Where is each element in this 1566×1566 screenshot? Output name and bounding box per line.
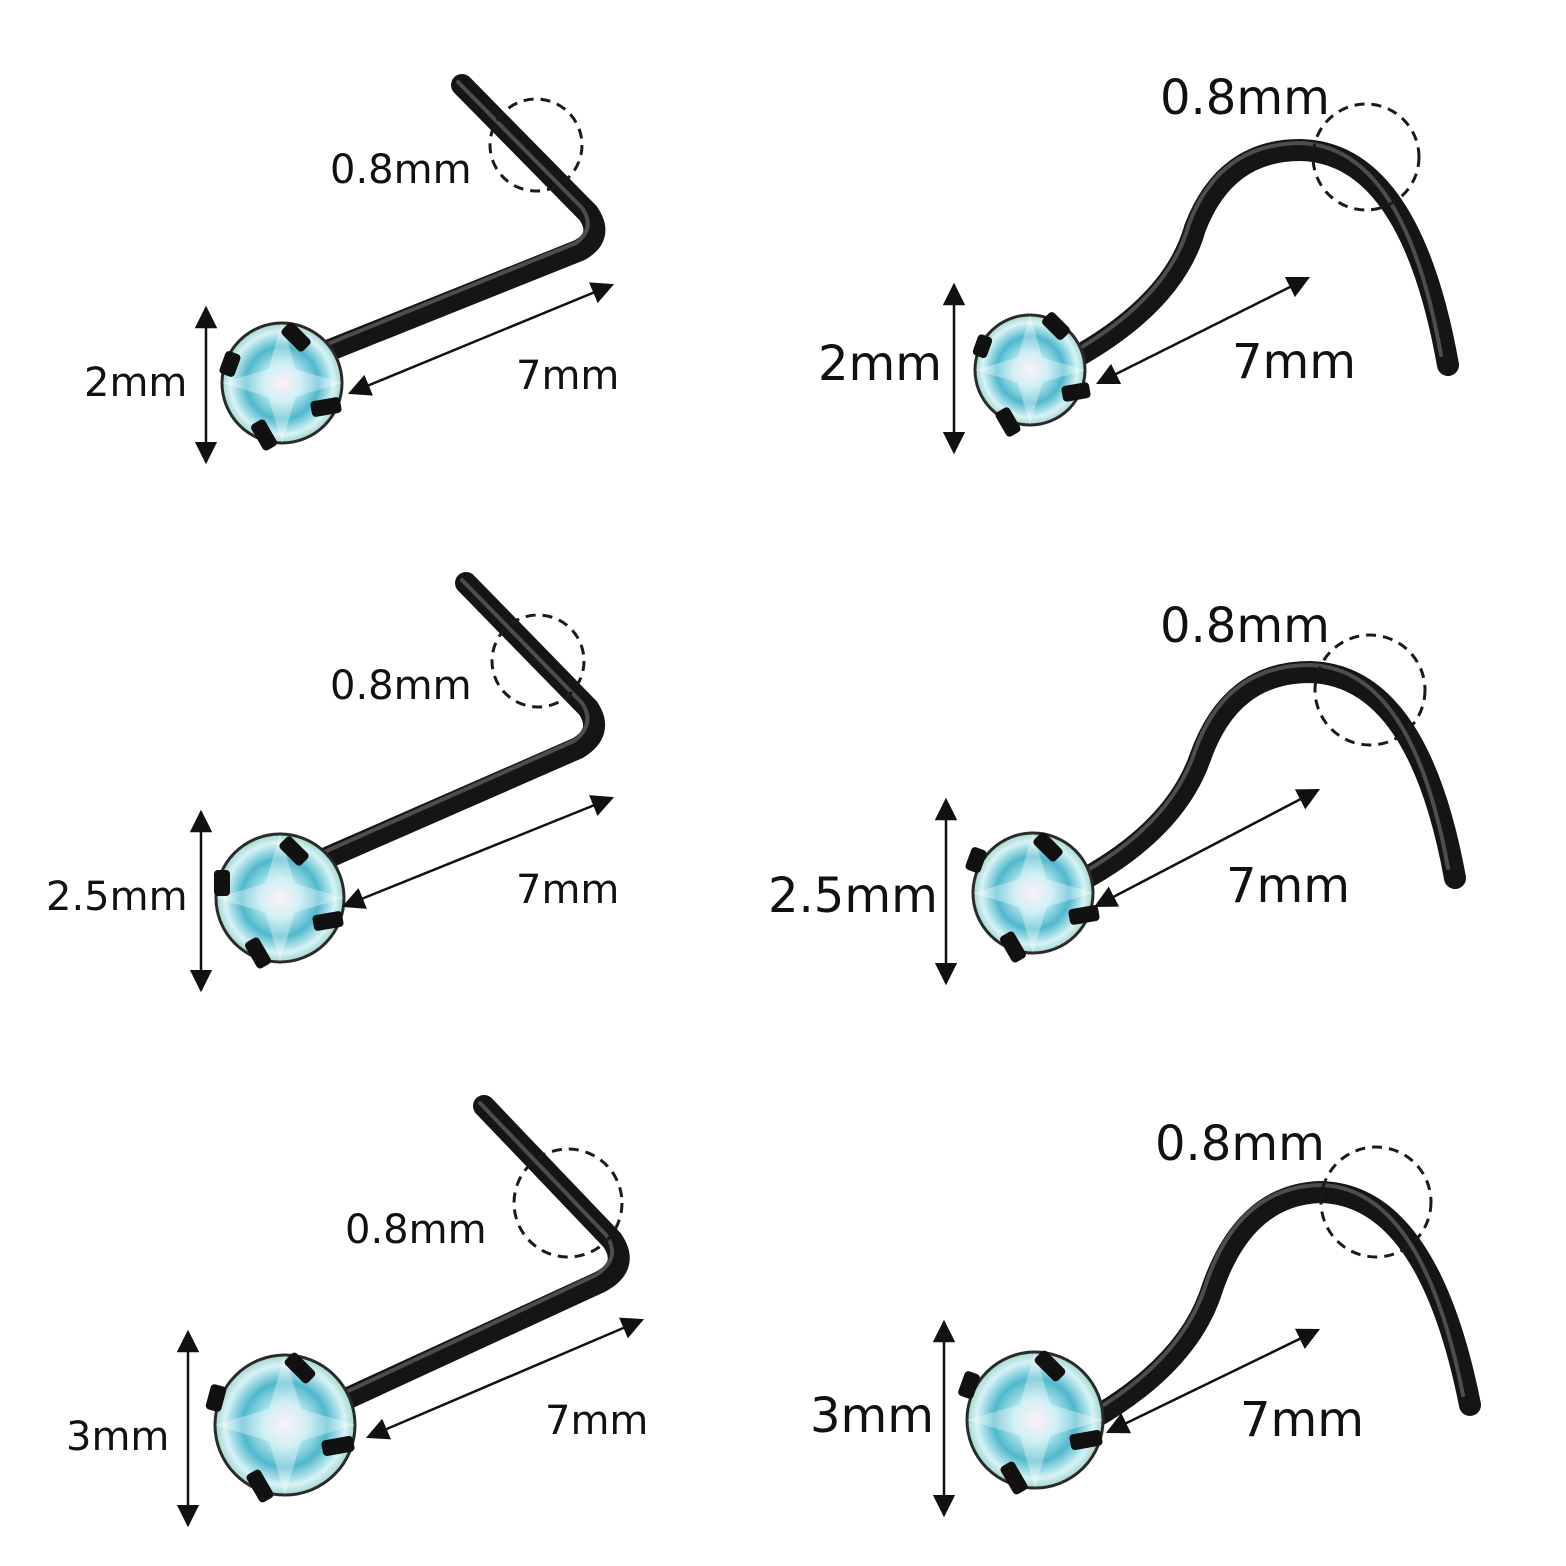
gem-icon — [965, 831, 1100, 963]
gem-size-label: 2mm — [84, 360, 187, 406]
gem-size-label: 2.5mm — [46, 874, 188, 920]
gauge-label: 0.8mm — [1160, 598, 1330, 654]
gem-icon — [205, 1352, 357, 1503]
length-label: 7mm — [545, 1398, 648, 1444]
gauge-label: 0.8mm — [345, 1207, 487, 1253]
length-label: 7mm — [516, 867, 619, 913]
gem-size-label: 2.5mm — [768, 868, 938, 924]
gem-size-label: 3mm — [810, 1388, 934, 1444]
gauge-label: 0.8mm — [1160, 70, 1330, 126]
nose-stud-screw-3mm: 0.8mm 3mm 7mm — [810, 1116, 1481, 1518]
gem-size-label: 3mm — [66, 1414, 169, 1460]
length-label: 7mm — [1232, 334, 1356, 390]
nose-stud-l-shape-2.5mm: 0.8mm 2.5mm 7mm — [46, 572, 619, 993]
gauge-label: 0.8mm — [330, 663, 472, 709]
length-label: 7mm — [1226, 858, 1350, 914]
length-label: 7mm — [1240, 1392, 1364, 1448]
nose-stud-screw-2mm: 0.8mm 2mm 7mm — [818, 70, 1459, 455]
gem-icon — [972, 312, 1091, 437]
length-label: 7mm — [516, 353, 619, 399]
nose-stud-screw-2.5mm: 0.8mm 2.5mm 7mm — [768, 598, 1466, 986]
gauge-label: 0.8mm — [1155, 1116, 1325, 1172]
gauge-label: 0.8mm — [330, 147, 472, 193]
gem-size-label: 2mm — [818, 336, 942, 392]
gem-icon — [219, 321, 344, 451]
nose-stud-l-shape-3mm: 0.8mm 3mm 7mm — [66, 1095, 648, 1528]
nose-stud-l-shape-2mm: 0.8mm 2mm 7mm — [84, 74, 619, 465]
gem-icon — [214, 832, 346, 969]
gem-icon — [958, 1350, 1105, 1495]
